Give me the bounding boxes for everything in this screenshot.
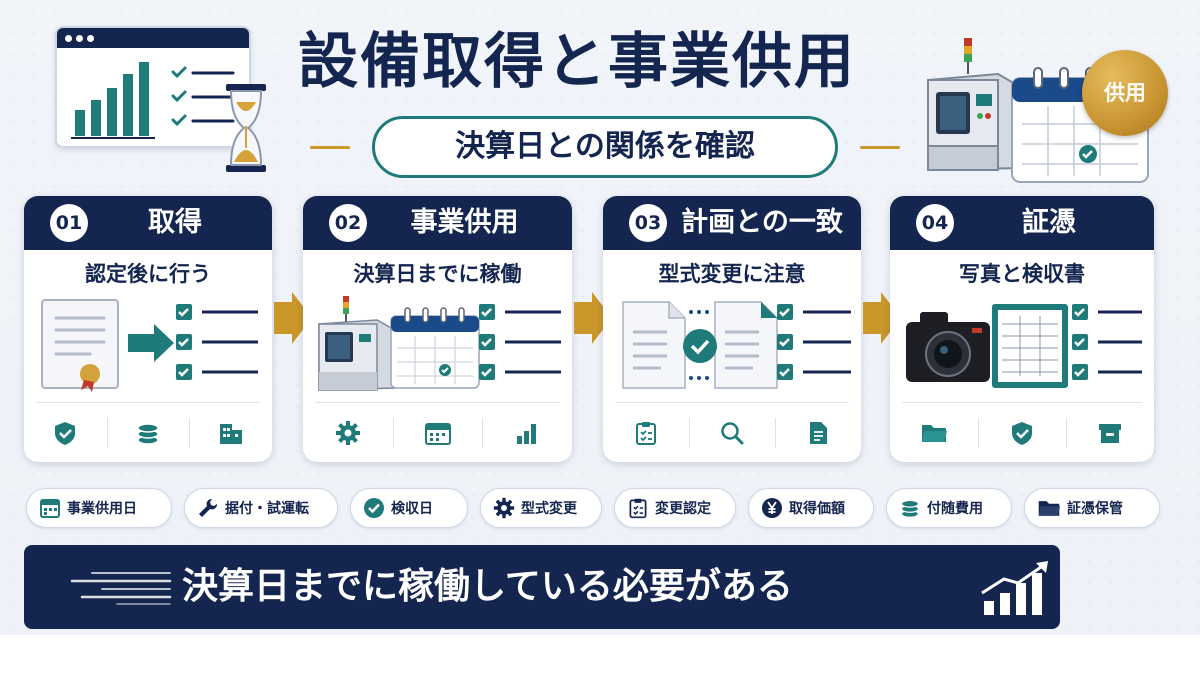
step-subtitle: 写真と検収書 [959, 262, 1085, 286]
tag-chip-installation: 据付・試運転 [184, 488, 338, 528]
tag-chip-label: 型式変更 [521, 501, 577, 517]
checklist-icon [777, 304, 851, 380]
folder-icon [922, 425, 947, 442]
tag-chip-label: 事業供用日 [67, 501, 137, 517]
tag-chip-model-change: 型式変更 [480, 488, 602, 528]
step-card-header: 02 事業供用 [303, 196, 572, 250]
coins-icon [900, 499, 920, 518]
coins-icon [137, 423, 159, 445]
clipboard-check-icon [636, 422, 656, 445]
tag-chip-kyoyo-date: 事業供用日 [26, 488, 172, 528]
tag-chip-label: 据付・試運転 [225, 501, 309, 517]
step-card-footer [303, 404, 572, 462]
wrench-icon [199, 498, 218, 517]
step-card-header: 01 取得 [24, 196, 272, 250]
step-card-header: 04 証憑 [890, 196, 1154, 250]
document-compare-icon [622, 301, 778, 389]
step-title: 取得 [148, 207, 202, 238]
folder-icon [1038, 501, 1061, 516]
step-card-3: 03 計画との一致 型式変更に注意 [603, 196, 861, 462]
certificate-arrow-icon [41, 299, 174, 392]
clipboard-check-icon [629, 498, 647, 519]
flow-arrow-icon [863, 292, 901, 344]
conclusion-text: 決算日までに稼働している必要がある [182, 566, 793, 607]
step-card-4: 04 証憑 写真と検収書 [890, 196, 1154, 462]
flow-arrow-icon [274, 292, 312, 344]
tag-chip-document-storage: 証憑保管 [1024, 488, 1160, 528]
yen-icon [762, 498, 782, 518]
flow-arrow-icon [574, 292, 612, 344]
tag-chip-label: 付随費用 [927, 501, 983, 517]
step-number: 03 [629, 204, 667, 242]
dashboard-window-illustration [55, 26, 251, 148]
tag-chip-label: 変更認定 [655, 501, 711, 517]
step-card-footer [24, 404, 272, 462]
step-card-2: 02 事業供用 決算日までに稼働 [303, 196, 572, 462]
step-card-1: 01 取得 認定後に行う [24, 196, 272, 462]
step-subtitle: 決算日までに稼働 [353, 262, 522, 286]
kyoyo-seal-badge: 供用 [1082, 50, 1168, 136]
growth-chart-icon [981, 561, 1048, 615]
shield-check-icon [55, 422, 76, 445]
step-number: 02 [329, 204, 367, 242]
hourglass-icon [226, 84, 266, 172]
tag-chip-acquisition-cost: 取得価額 [748, 488, 874, 528]
calendar-icon [424, 423, 451, 445]
tag-chip-incidental-costs: 付随費用 [886, 488, 1012, 528]
subtitle-group: 決算日との関係を確認 [310, 116, 900, 178]
step-card-footer [890, 404, 1154, 462]
checklist-icon [176, 304, 258, 380]
magnifier-icon [721, 422, 744, 445]
page-title: 設備取得と事業供用 [298, 27, 856, 97]
checklist-icon [479, 304, 561, 380]
subtitle-rule-right [860, 146, 900, 149]
shield-check-icon [1012, 422, 1032, 445]
gear-icon [335, 421, 360, 445]
card-divider [615, 402, 849, 403]
gear-icon [493, 497, 515, 519]
step-number: 01 [50, 204, 88, 242]
machine-illustration [927, 38, 1023, 172]
bar-chart-icon [517, 424, 537, 444]
tag-chip-acceptance-date: 検収日 [350, 488, 468, 528]
step-card-footer [603, 404, 861, 462]
subtitle-rule-left [310, 146, 350, 149]
tag-chip-label: 取得価額 [789, 501, 845, 517]
tag-chip-change-approval: 変更認定 [614, 488, 736, 528]
step-number: 04 [916, 204, 954, 242]
step-title: 証憑 [1022, 207, 1076, 238]
step-card-header: 03 計画との一致 [603, 196, 861, 250]
step-title: 事業供用 [410, 207, 519, 238]
subtitle-pill: 決算日との関係を確認 [372, 116, 838, 178]
bar-chart-checklist-graphic [71, 62, 235, 139]
step-subtitle: 型式変更に注意 [658, 262, 806, 286]
card-divider [902, 402, 1142, 403]
document-icon [810, 422, 827, 444]
tag-chip-label: 証憑保管 [1067, 501, 1123, 517]
card-divider [36, 402, 260, 403]
check-circle-icon [364, 498, 384, 518]
calendar-icon [40, 499, 60, 518]
checklist-icon [1072, 304, 1142, 380]
archive-box-icon [1099, 424, 1121, 443]
machine-calendar-icon [318, 296, 480, 391]
camera-inspection-sheet-icon [906, 304, 1068, 388]
tag-chip-label: 検収日 [391, 501, 433, 517]
speed-lines-icon [70, 572, 172, 605]
conclusion-banner: 決算日までに稼働している必要がある [24, 545, 1060, 629]
step-subtitle: 認定後に行う [85, 262, 211, 286]
card-divider [315, 402, 560, 403]
building-icon [219, 424, 242, 444]
step-title: 計画との一致 [681, 207, 843, 238]
window-titlebar [57, 28, 249, 48]
